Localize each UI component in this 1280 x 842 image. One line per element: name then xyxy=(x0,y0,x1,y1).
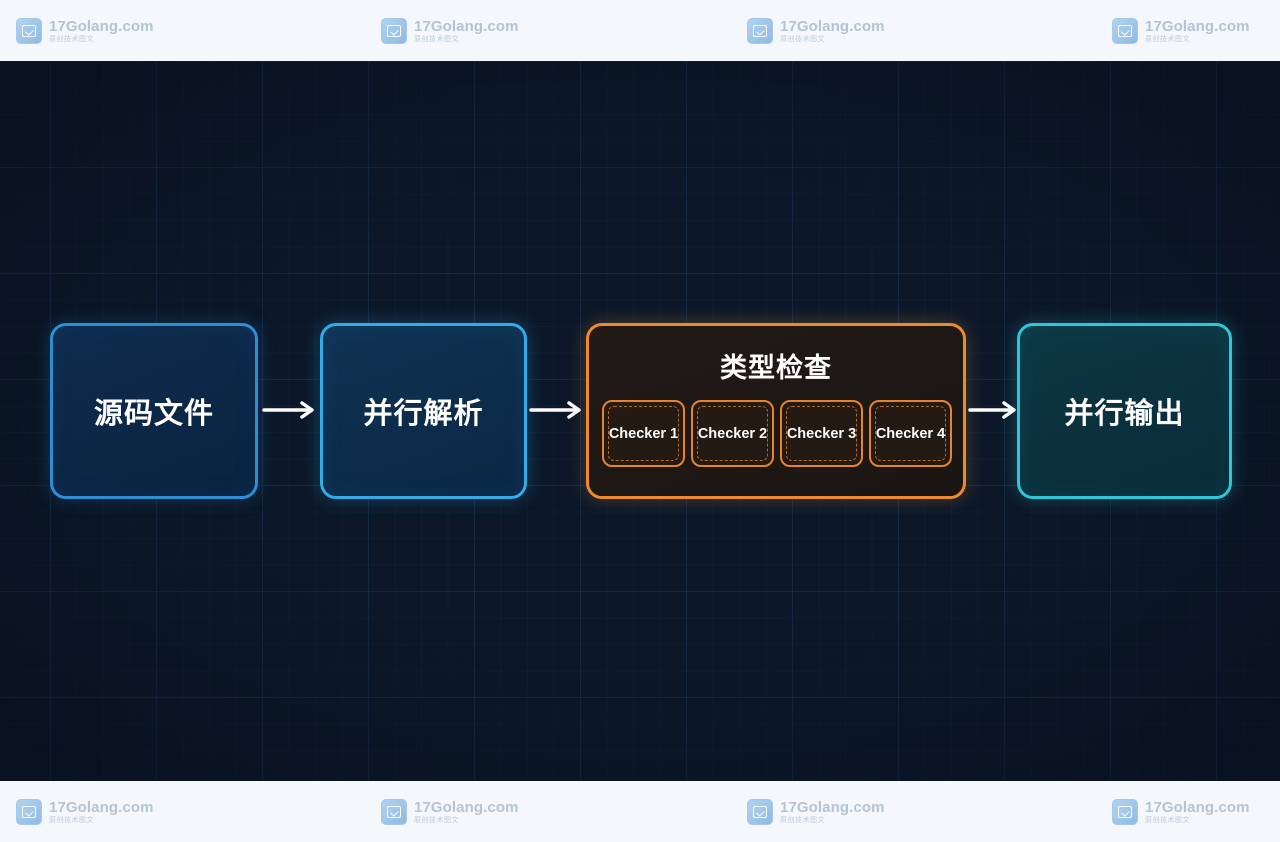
node-label: 并行解析 xyxy=(363,396,484,430)
checker-group: Checker 1 Checker 2 Checker 3 Checker 4 xyxy=(602,400,952,467)
arrow-right-icon xyxy=(968,401,1016,419)
watermark-subtitle: 原创技术图文 xyxy=(414,35,459,43)
watermark-subtitle: 原创技术图文 xyxy=(414,816,459,824)
checker-label: Checker 3 xyxy=(786,425,857,442)
checker-box: Checker 1 xyxy=(602,400,685,467)
watermark-site: 17Golang.com xyxy=(414,799,519,816)
watermark-band-bottom: 17Golang.com 原创技术图文 17Golang.com 原创技术图文 … xyxy=(0,781,1280,842)
watermark-subtitle: 原创技术图文 xyxy=(1145,35,1190,43)
watermark-site: 17Golang.com xyxy=(49,18,154,35)
watermark-site: 17Golang.com xyxy=(1145,799,1250,816)
node-label: 并行输出 xyxy=(1064,396,1185,430)
checker-box: Checker 2 xyxy=(691,400,774,467)
watermark-site: 17Golang.com xyxy=(780,799,885,816)
watermark-subtitle: 原创技术图文 xyxy=(780,35,825,43)
checker-box: Checker 4 xyxy=(869,400,952,467)
node-parallel-output: 并行输出 xyxy=(1017,323,1232,499)
site-logo-icon xyxy=(1112,18,1138,44)
site-logo-icon xyxy=(747,18,773,44)
watermark: 17Golang.com 原创技术图文 xyxy=(381,13,519,49)
site-logo-icon xyxy=(1112,799,1138,825)
watermark: 17Golang.com 原创技术图文 xyxy=(747,13,885,49)
site-logo-icon xyxy=(381,799,407,825)
checker-label: Checker 4 xyxy=(875,425,946,442)
watermark-site: 17Golang.com xyxy=(49,799,154,816)
site-logo-icon xyxy=(747,799,773,825)
watermark: 17Golang.com 原创技术图文 xyxy=(1112,794,1250,830)
watermark-subtitle: 原创技术图文 xyxy=(49,816,94,824)
watermark: 17Golang.com 原创技术图文 xyxy=(16,794,154,830)
watermark: 17Golang.com 原创技术图文 xyxy=(381,794,519,830)
node-type-check: 类型检查 Checker 1 Checker 2 Checker 3 Check… xyxy=(586,323,966,499)
watermark-subtitle: 原创技术图文 xyxy=(1145,816,1190,824)
checker-label: Checker 1 xyxy=(608,425,679,442)
watermark: 17Golang.com 原创技术图文 xyxy=(1112,13,1250,49)
watermark: 17Golang.com 原创技术图文 xyxy=(16,13,154,49)
watermark-site: 17Golang.com xyxy=(1145,18,1250,35)
watermark-band-top: 17Golang.com 原创技术图文 17Golang.com 原创技术图文 … xyxy=(0,0,1280,61)
node-label: 源码文件 xyxy=(93,396,214,430)
watermark: 17Golang.com 原创技术图文 xyxy=(747,794,885,830)
node-source-files: 源码文件 xyxy=(50,323,258,499)
watermark-subtitle: 原创技术图文 xyxy=(49,35,94,43)
site-logo-icon xyxy=(16,799,42,825)
site-logo-icon xyxy=(16,18,42,44)
diagram-canvas: 源码文件 并行解析 类型检查 Checker 1 Checker 2 Check… xyxy=(0,61,1280,781)
watermark-site: 17Golang.com xyxy=(780,18,885,35)
node-title: 类型检查 xyxy=(720,353,832,384)
arrow-right-icon xyxy=(529,401,581,419)
watermark-subtitle: 原创技术图文 xyxy=(780,816,825,824)
node-parallel-parse: 并行解析 xyxy=(320,323,527,499)
watermark-site: 17Golang.com xyxy=(414,18,519,35)
site-logo-icon xyxy=(381,18,407,44)
checker-box: Checker 3 xyxy=(780,400,863,467)
checker-label: Checker 2 xyxy=(697,425,768,442)
arrow-right-icon xyxy=(262,401,314,419)
